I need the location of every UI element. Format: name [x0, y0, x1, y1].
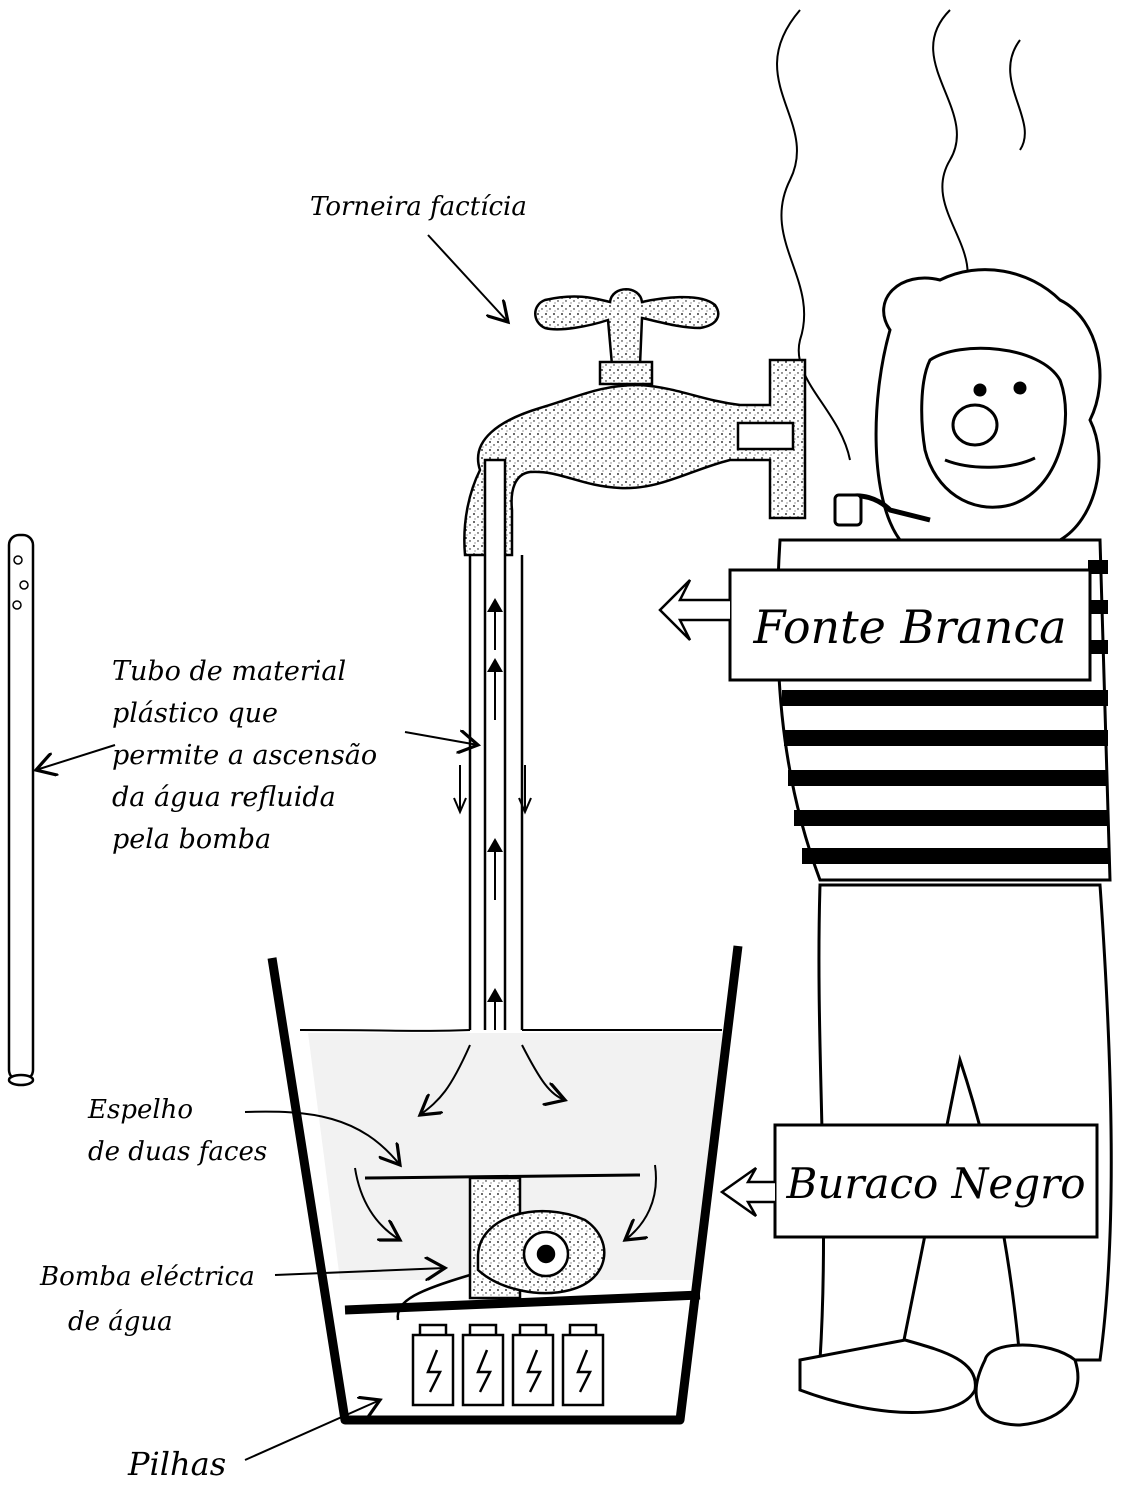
faucet-nut: [600, 362, 652, 384]
faucet: [464, 289, 805, 555]
label-pump-line-1: Bomba eléctrica: [39, 1262, 255, 1292]
label-tube-line-3: permite a ascensão: [112, 740, 377, 771]
right-shoe: [976, 1345, 1078, 1425]
label-tube-line-1: Tubo de material: [112, 656, 346, 687]
label-mirror-line-2: de duas faces: [88, 1137, 267, 1167]
label-tube-line-5: pela bomba: [112, 824, 271, 855]
label-batteries: Pilhas: [127, 1445, 226, 1483]
sign-buraco-negro: Buraco Negro: [722, 1125, 1097, 1237]
label-mirror-line-1: Espelho: [87, 1095, 193, 1125]
spare-tube: [9, 535, 33, 1085]
character: [777, 270, 1111, 1425]
label-tube-line-4: da água refluida: [112, 782, 336, 813]
sign-black-text: Buraco Negro: [785, 1159, 1085, 1208]
label-tube-line-2: plástico que: [112, 698, 278, 729]
faucet-body: [464, 360, 805, 555]
sign-fonte-branca: Fonte Branca: [660, 570, 1090, 680]
character-trousers: [819, 885, 1111, 1360]
faucet-handle: [535, 289, 718, 365]
sign-white-text: Fonte Branca: [752, 600, 1066, 654]
label-tap: Torneira factícia: [310, 192, 527, 222]
label-pump-line-2: de água: [68, 1307, 173, 1337]
